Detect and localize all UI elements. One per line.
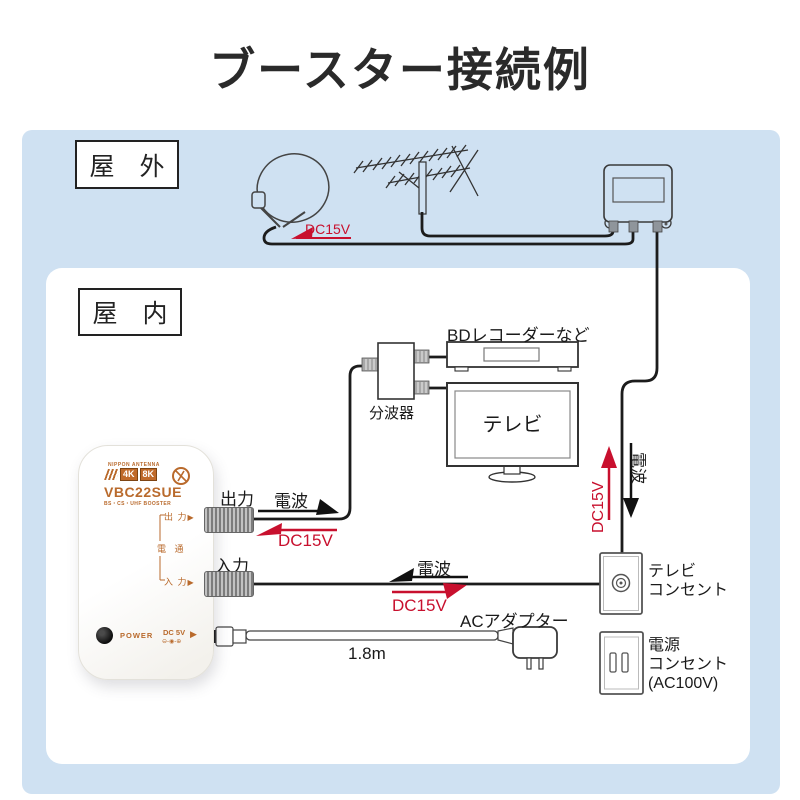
brand-stripes-icon	[103, 469, 121, 480]
arrow-right-icon: ▶	[187, 513, 195, 522]
tv-set	[446, 382, 579, 483]
badge-4k: 4K	[120, 468, 138, 481]
signal-arrow-down	[623, 443, 639, 518]
splitter-unit	[361, 342, 430, 400]
panel-power-pass-label: 電 通	[157, 544, 187, 554]
signal-label-input: 電波	[417, 560, 451, 579]
ac-adapter-label: ACアダプター	[460, 612, 569, 631]
power-led	[96, 627, 113, 644]
input-f-connector	[204, 571, 254, 597]
dc15v-arrow-output-left	[256, 523, 337, 536]
signal-label-output: 電波	[274, 492, 308, 511]
panel-input-label: 入 力▶	[164, 577, 195, 587]
logo-4k8k: 4K 8K	[103, 468, 158, 481]
signal-arrow-input-left	[389, 568, 468, 582]
dc15v-label-outdoor: DC15V	[305, 221, 351, 237]
signal-label-vertical: 電波	[629, 452, 646, 485]
satellite-dish	[251, 153, 330, 228]
dc15v-label-input: DC15V	[392, 596, 447, 615]
outdoor-section-label: 屋 外	[75, 140, 179, 189]
bd-recorder-label: BDレコーダーなど	[447, 326, 590, 345]
badge-8k: 8K	[139, 468, 158, 481]
coax-cables	[252, 212, 659, 586]
booster-device: NIPPON ANTENNA 4K 8K VBC22SUE BS・CS・UHF …	[78, 445, 214, 680]
tv-outlet-label: テレビ コンセント	[648, 563, 729, 599]
power-outlet-label: 電源 コンセント (AC100V)	[648, 637, 729, 692]
crossed-circle-icon	[172, 467, 190, 485]
brand-text: NIPPON ANTENNA	[108, 462, 160, 468]
splitter-label: 分波器	[369, 405, 415, 422]
tv-wall-outlet	[599, 552, 643, 615]
dc15v-arrow-up	[601, 446, 617, 520]
power-wall-outlet	[599, 631, 644, 695]
dc-polarity-mark: ⊖-◉-⊕	[162, 639, 182, 645]
indoor-section-label: 屋 内	[78, 288, 182, 336]
tv-label: テレビ	[482, 414, 543, 436]
cable-booster-to-splitter	[252, 364, 364, 521]
dc-port-label: DC 5V	[163, 628, 186, 637]
arrow-right-icon: ▶	[187, 578, 195, 587]
signal-arrow-outdoor-dc	[291, 227, 351, 239]
arrow-right-icon: ▶	[190, 629, 197, 639]
panel-output-label: 出 力▶	[164, 512, 195, 522]
cable-length-label: 1.8m	[348, 644, 386, 663]
power-led-label: POWER	[120, 631, 154, 640]
model-number: VBC22SUE	[104, 484, 182, 500]
cable-unit-to-outlet	[620, 231, 659, 554]
output-f-connector	[204, 507, 254, 533]
cable-dish-to-unit	[262, 225, 635, 246]
dc15v-arrow-input-right	[392, 583, 467, 599]
dc15v-label-output: DC15V	[278, 531, 333, 550]
bd-recorder	[446, 341, 579, 372]
page-title: ブースター接続例	[209, 44, 591, 96]
cable-antenna-to-unit	[420, 212, 615, 238]
device-subtitle: BS・CS・UHF BOOSTER	[104, 501, 172, 507]
port-bracket	[159, 514, 165, 581]
outdoor-unit	[603, 164, 673, 233]
output-port-label: 出力	[220, 490, 254, 509]
ac-adapter	[512, 626, 558, 670]
signal-arrow-output-right	[258, 499, 339, 515]
dc15v-label-vertical: DC15V	[590, 481, 607, 533]
uhf-antenna	[353, 144, 479, 215]
